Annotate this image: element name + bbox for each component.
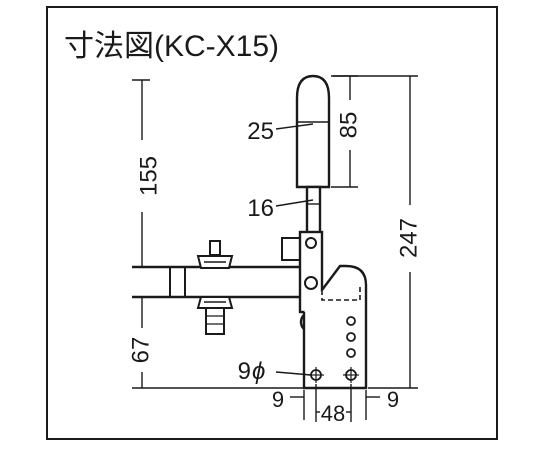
dimension-label-9-left: 9 [272, 387, 284, 412]
handle-rod [305, 185, 322, 235]
leader-25 [275, 123, 314, 130]
base-hole-1 [346, 316, 356, 326]
dimension-label-16: 16 [247, 195, 274, 222]
dimension-label-9-right: 9 [387, 387, 399, 412]
dimension-label-247: 247 [395, 218, 422, 258]
leader-16 [275, 199, 314, 207]
drawing-title: 寸法図(KC-X15) [64, 30, 279, 63]
link-block [281, 237, 301, 261]
spindle-thread [205, 307, 225, 335]
hidden-base-edge [321, 285, 361, 301]
dimension-label-25: 25 [247, 118, 274, 145]
leader-9phi [275, 371, 312, 376]
dimension-label-155: 155 [135, 156, 162, 196]
dimension-label-85: 85 [335, 112, 362, 139]
dimension-label-67: 67 [127, 337, 154, 364]
base-hole-2 [346, 332, 356, 342]
pivot-middle [304, 276, 318, 290]
drawing-frame [46, 6, 498, 440]
pivot-top [305, 237, 317, 249]
base-hole-3 [346, 348, 356, 358]
handle-grip [295, 74, 331, 189]
dimension-label-hole-number: 9 [238, 358, 251, 385]
dimension-label-48: 48 [321, 401, 345, 426]
bolt-head [209, 240, 221, 256]
diameter-symbol: ϕ [252, 358, 265, 385]
